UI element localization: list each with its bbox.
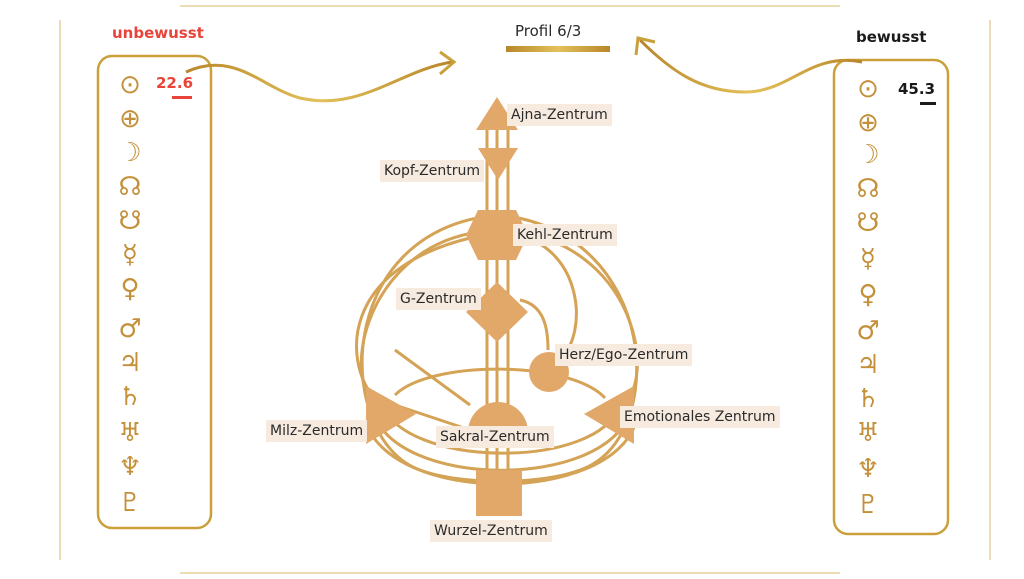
spleen-center-label: Milz-Zentrum [266,420,368,442]
venus-icon: ♀ [858,280,878,310]
saturn-icon: ♄ [118,382,142,412]
earth-icon: ⊕ [857,108,879,138]
moon-icon: ☽ [856,140,880,170]
neptune-icon: ♆ [118,452,142,482]
north-node-icon: ☊ [856,174,880,204]
pluto-icon: ♇ [856,490,880,520]
south-node-icon: ☋ [856,208,880,238]
profile-label: Profil 6/3 [515,22,582,40]
head-center-label: Kopf-Zentrum [380,160,484,182]
unconscious-gate-underline [172,96,192,99]
g-center [466,282,528,342]
throat-center-label: Kehl-Zentrum [513,224,617,246]
ajna-center-label: Ajna-Zentrum [507,104,612,126]
throat-center [466,210,528,260]
south-node-icon: ☋ [118,206,142,236]
sun-icon: ⊙ [857,74,879,104]
conscious-title: bewusst [856,28,927,46]
solar-plexus-center-label: Emotionales Zentrum [620,406,780,428]
mercury-icon: ☿ [860,244,876,274]
mars-icon: ♂ [118,314,142,344]
solar-plexus-center [584,386,634,444]
sacral-center-label: Sakral-Zentrum [436,426,554,448]
spleen-center [366,386,416,444]
jupiter-icon: ♃ [856,350,880,380]
pluto-icon: ♇ [118,488,142,518]
left-swoosh-arrow [185,60,453,103]
venus-icon: ♀ [120,274,140,304]
neptune-icon: ♆ [856,454,880,484]
mercury-icon: ☿ [122,240,138,270]
page-frame [59,5,991,574]
conscious-gate-value: 45.3 [898,80,936,98]
unconscious-panel-frame [96,54,213,530]
g-center-label: G-Zentrum [396,288,481,310]
right-swoosh-arrow [638,38,863,94]
jupiter-icon: ♃ [118,348,142,378]
conscious-panel-frame [832,58,950,536]
uranus-icon: ♅ [118,418,142,448]
uranus-icon: ♅ [856,418,880,448]
earth-icon: ⊕ [119,104,141,134]
profile-underline [506,46,610,52]
unconscious-gate-value: 22.6 [156,74,194,92]
saturn-icon: ♄ [856,384,880,414]
sun-icon: ⊙ [119,70,141,100]
head-center [478,148,518,180]
mars-icon: ♂ [856,316,880,346]
centers [366,97,634,516]
conscious-gate-underline [920,102,936,105]
heart-center-label: Herz/Ego-Zentrum [555,344,693,366]
sacral-center [468,402,528,432]
unconscious-title: unbewusst [112,24,204,42]
root-center-label: Wurzel-Zentrum [430,520,552,542]
moon-icon: ☽ [118,138,142,168]
north-node-icon: ☊ [118,172,142,202]
root-center [476,470,522,516]
